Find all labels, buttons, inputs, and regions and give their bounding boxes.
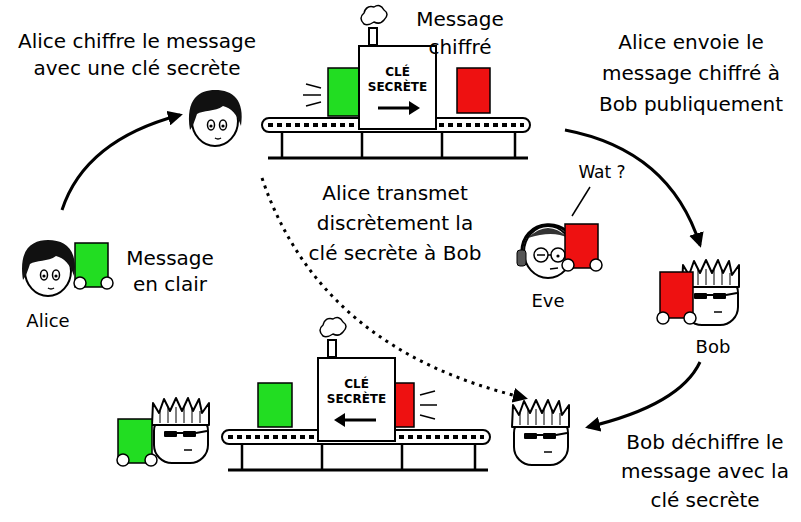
encrypt-machine [409,101,420,115]
eve-figure [562,259,574,271]
conveyor-belt [282,132,515,158]
alice-figure [74,277,86,289]
flow-arrow [62,115,180,210]
encrypt-machine [369,28,377,45]
flow-arrow [588,362,700,427]
motion-lines [303,94,321,96]
eve-figure [517,187,602,278]
conveyor-belt [228,469,488,472]
person-name: Eve [508,290,588,312]
step-caption: Alice envoie le message chiffré à Bob pu… [585,27,797,120]
plain-message-card [328,68,360,116]
bob-figure [512,400,569,465]
alice-figure [22,240,113,296]
cipher-machine: CLÉ SECRÈTE [358,45,437,130]
card-caption: Message en clair [120,245,220,297]
decrypt-machine [320,318,346,337]
person-name: Bob [673,336,753,358]
motion-lines [420,391,437,419]
decrypt-machine [334,413,345,427]
encrypt-machine [358,45,437,130]
decrypt-machine [317,357,396,442]
encrypt-machine [361,6,387,25]
conveyor-belt [268,157,528,160]
bob-figure [145,454,157,466]
bob-figure [684,312,696,324]
decrypt-machine [317,318,396,442]
cipher-message-card [457,68,490,113]
cipher-machine: CLÉ SECRÈTE [317,357,396,442]
bob-figure [660,272,693,318]
motion-lines [420,404,437,406]
step-caption: Alice transmet discrètement la clé secrè… [304,178,486,268]
bob-figure [512,400,569,465]
card-caption: Message chiffré [390,5,530,61]
plain-message-card [258,383,292,427]
alice-figure [101,277,113,289]
plain-message-card [258,383,292,427]
decrypt-machine [328,340,336,357]
bob-figure [117,398,209,466]
decrypt-machine [344,419,376,422]
motion-lines [420,415,435,419]
bob-figure [152,398,209,463]
step-caption: Bob déchiffre le message avec la clé sec… [615,428,795,515]
machine-label: CLÉ SECRÈTE [360,65,435,95]
cipher-message-card [457,68,490,113]
conveyor-belt [242,444,475,470]
bob-figure [657,312,669,324]
motion-lines [420,391,435,395]
machine-label: CLÉ SECRÈTE [319,377,394,407]
alice-figure [189,90,242,146]
step-caption: Alice chiffre le message avec une clé se… [8,28,266,82]
eve-figure [590,259,602,271]
person-name: Alice [8,310,88,332]
motion-lines [306,102,321,106]
alice-figure [22,240,75,296]
bob-figure [117,454,129,466]
encrypt-machine [378,107,410,110]
plain-message-card [328,68,360,116]
motion-lines [303,84,321,106]
bob-figure [657,260,739,325]
speech-text: Wat ? [572,162,632,182]
motion-lines [306,84,321,88]
eve-figure [572,187,590,216]
alice-figure [189,90,242,146]
